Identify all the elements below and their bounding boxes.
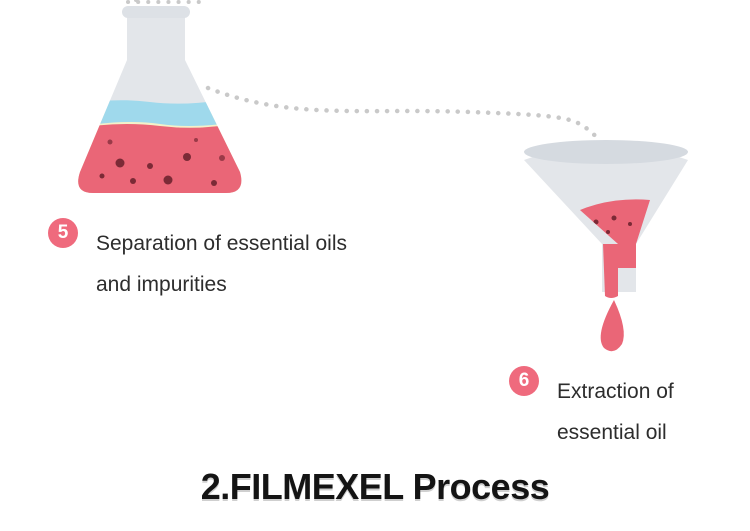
process-title: 2.FILMEXEL Process [200,466,550,507]
step-5-badge: 5 [48,218,78,248]
oil-drop-icon [600,300,624,352]
funnel-icon [524,140,688,352]
step-6-label: Extraction of essential oil [557,371,674,453]
step-6-label-line-1: Extraction of [557,380,674,403]
dotted-connector-line [205,85,603,143]
step-5-label-line-2: and impurities [96,273,227,296]
step-5-label-line-1: Separation of essential oils [96,232,347,255]
step-5-label: Separation of essential oils and impurit… [96,223,347,305]
step-6-badge: 6 [509,366,539,396]
step-6-label-line-2: essential oil [557,421,667,444]
flask-icon [78,6,242,193]
